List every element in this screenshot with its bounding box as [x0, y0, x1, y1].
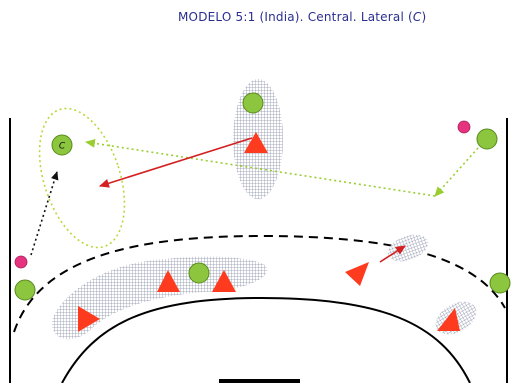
attacker-left-wing: [14, 279, 36, 301]
coverage-zone-right-top: [387, 234, 429, 262]
defender-move-arrow: [98, 137, 253, 188]
pass-arrow: [84, 138, 436, 197]
title-prefix: MODELO 5:1 (India). Central. Lateral (: [178, 10, 413, 24]
defender-move-arrow: [379, 245, 406, 263]
ball: [14, 255, 28, 269]
defender-advanced: [244, 132, 268, 153]
defender-center: [212, 270, 236, 292]
attacker-pivot: [188, 262, 210, 284]
defender-right-wing: [437, 308, 460, 331]
attacker-right-wing: [489, 272, 511, 294]
attacker-top-center: [242, 92, 264, 114]
attacker-c: C: [51, 134, 73, 156]
attacker-right-back: [476, 128, 498, 150]
coverage-zone-left: [51, 256, 268, 340]
diagram-title: MODELO 5:1 (India). Central. Lateral (C): [178, 10, 426, 24]
goal-area-line: [61, 296, 471, 383]
attacker-c-label: C: [59, 142, 66, 152]
ball: [457, 120, 471, 134]
defender-right-back: [345, 262, 369, 286]
player-c-zone: [38, 107, 126, 249]
pass-arrow: [434, 147, 479, 197]
free-throw-line: [13, 234, 506, 333]
defender-left-wing: [78, 306, 100, 332]
title-player: C: [412, 10, 422, 24]
defender-left-back: [157, 270, 180, 292]
title-suffix: ): [421, 10, 427, 24]
player-move-arrow: [30, 171, 59, 256]
